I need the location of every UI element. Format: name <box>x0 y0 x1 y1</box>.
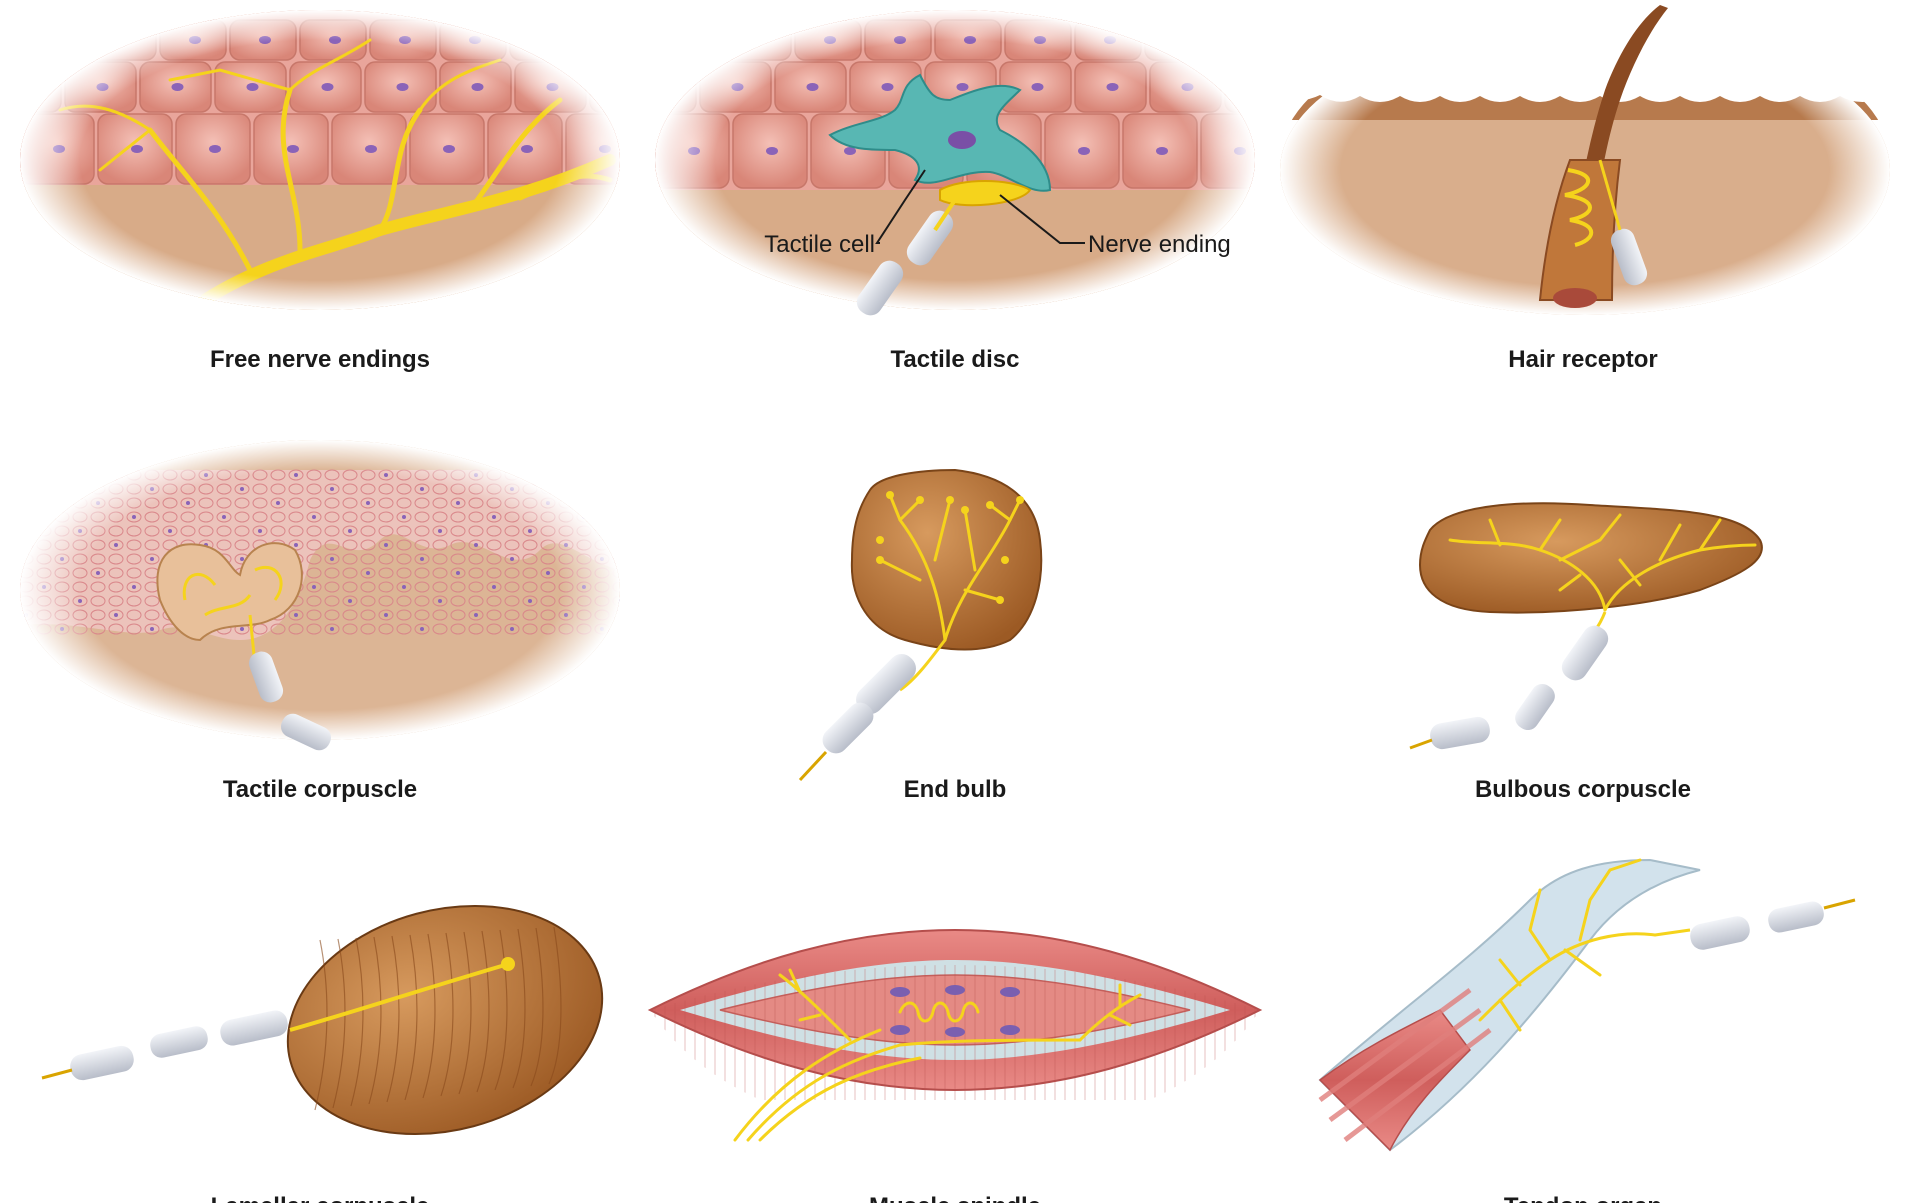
caption-tactile-corpuscle: Tactile corpuscle <box>223 776 417 803</box>
callout-nerve-ending: Nerve ending <box>1088 231 1231 258</box>
caption-hair-receptor: Hair receptor <box>1508 346 1657 373</box>
bulbous-corpuscle-illustration <box>1409 502 1763 750</box>
nerve-ending-disc <box>939 180 1032 207</box>
caption-end-bulb: End bulb <box>904 776 1007 803</box>
nerve-terminal-knobs <box>876 491 1024 604</box>
lamellar-corpuscle-illustration <box>41 904 604 1136</box>
tactile-cell-shape <box>828 73 1052 192</box>
tactile-corpuscle-illustration <box>20 440 620 751</box>
hair-receptor-illustration <box>1280 5 1890 315</box>
tactile-disc-illustration: Tactile cell Nerve ending <box>655 10 1255 316</box>
free-nerve-endings-illustration <box>20 10 620 310</box>
caption-lamellar-corpuscle: Lamellar corpuscle <box>211 1193 430 1203</box>
tendon-organ-illustration <box>1318 858 1856 1152</box>
capsule-lamellae <box>314 926 562 1111</box>
caption-bulbous-corpuscle: Bulbous corpuscle <box>1475 776 1691 803</box>
caption-tendon-organ: Tendon organ <box>1504 1193 1662 1203</box>
muscle-spindle-illustration <box>647 928 1263 1142</box>
caption-free-nerve-endings: Free nerve endings <box>210 346 430 373</box>
caption-tactile-disc: Tactile disc <box>891 346 1020 373</box>
muscle-striations <box>654 965 1256 1100</box>
end-bulb-illustration <box>798 468 1043 782</box>
caption-muscle-spindle: Muscle spindle <box>869 1193 1041 1203</box>
callout-tactile-cell: Tactile cell <box>764 231 875 258</box>
